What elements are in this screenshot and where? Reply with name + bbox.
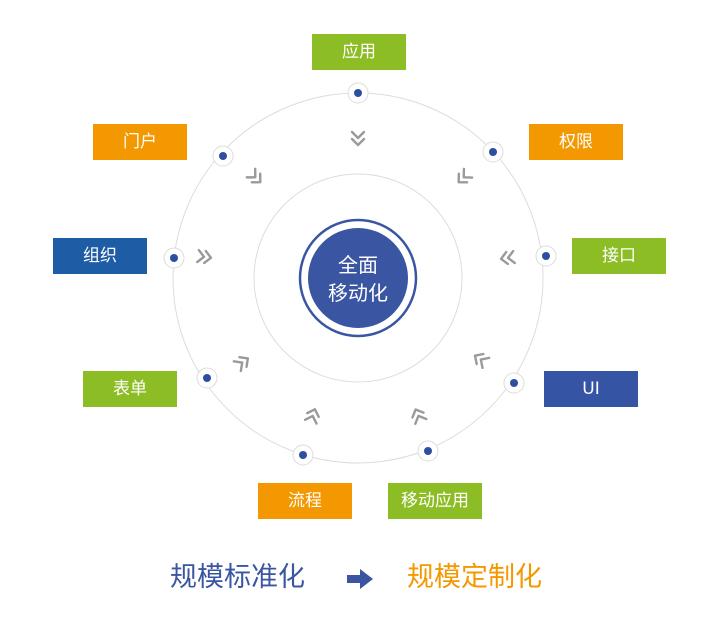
node-label-ui: UI xyxy=(544,371,638,407)
node-dot xyxy=(219,152,227,160)
node-dot xyxy=(510,379,518,387)
node-dot xyxy=(203,374,211,382)
node-label-mobile: 移动应用 xyxy=(388,483,482,519)
inner-ring xyxy=(253,173,463,383)
footer-right-text: 规模定制化 xyxy=(407,562,542,593)
node-dots-layer xyxy=(163,82,557,466)
chevrons-layer xyxy=(196,130,516,426)
double-chevron-icon xyxy=(196,248,213,265)
node-dot xyxy=(542,252,550,260)
footer-left-text: 规模标准化 xyxy=(170,562,305,593)
double-chevron-icon xyxy=(411,408,428,426)
node-label-api: 接口 xyxy=(572,238,666,274)
node-label-app: 应用 xyxy=(312,34,406,70)
node-dot xyxy=(299,451,307,459)
double-chevron-icon xyxy=(473,352,491,370)
center-label: 全面 移动化 xyxy=(311,232,405,326)
double-chevron-icon xyxy=(499,249,516,266)
center-line-1: 全面 xyxy=(338,253,378,277)
node-label-portal: 门户 xyxy=(93,124,187,160)
node-label-form: 表单 xyxy=(83,371,177,407)
double-chevron-icon xyxy=(350,130,366,147)
node-label-process: 流程 xyxy=(258,483,352,519)
center-line-2: 移动化 xyxy=(328,281,388,305)
double-chevron-icon xyxy=(245,167,262,184)
node-label-rights: 权限 xyxy=(529,124,623,160)
double-chevron-icon xyxy=(457,167,474,184)
double-chevron-icon xyxy=(232,355,250,373)
node-dot xyxy=(354,89,362,97)
arrow-right-icon xyxy=(347,569,373,589)
center-circle xyxy=(308,228,408,328)
node-dot xyxy=(170,254,178,262)
node-dot xyxy=(489,148,497,156)
node-dot xyxy=(424,447,432,455)
double-chevron-icon xyxy=(303,408,320,425)
node-label-org: 组织 xyxy=(53,238,147,274)
